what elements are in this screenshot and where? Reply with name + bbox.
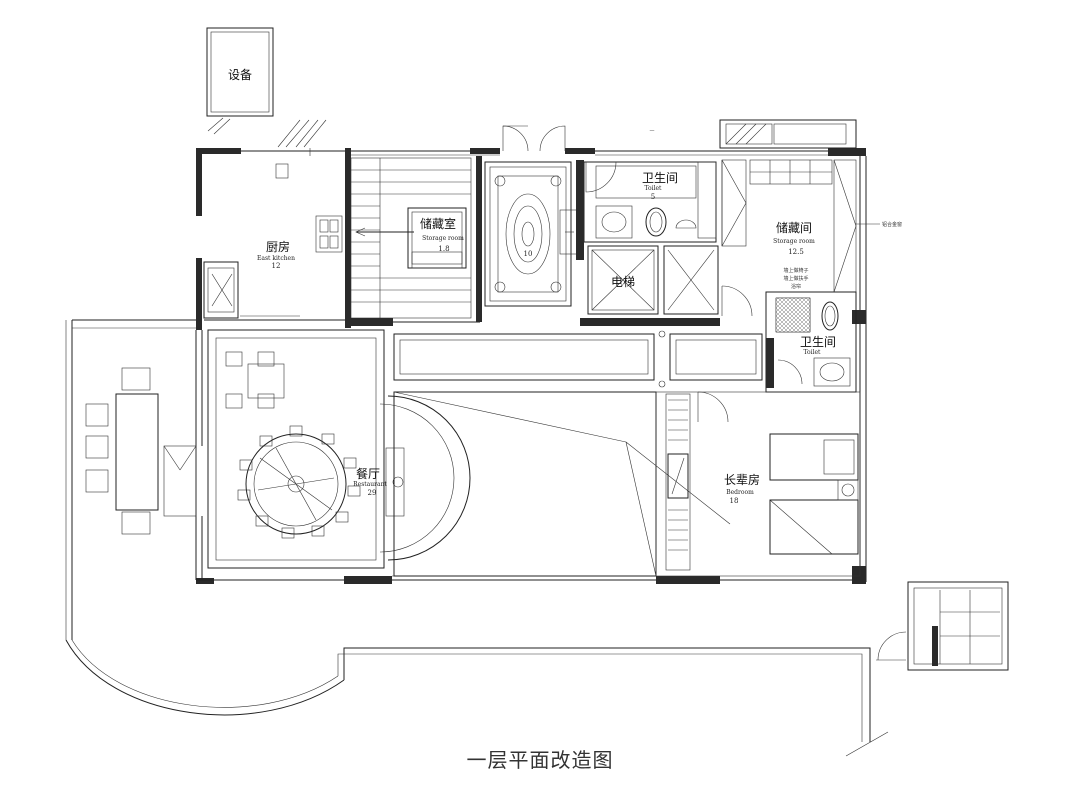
entry-doors xyxy=(502,125,566,152)
living-area xyxy=(393,391,731,577)
bedroom-area: 18 xyxy=(730,497,739,505)
kitchen-label: 厨房 xyxy=(266,239,290,254)
bedroom-en-label: Bedroom xyxy=(726,489,754,496)
centre-area: 10 xyxy=(524,250,533,258)
storage-big-en-label: Storage room xyxy=(773,238,815,245)
toilet-top: 卫生间 Toilet 5 xyxy=(576,160,717,260)
toilet-small-label: 卫生间 xyxy=(800,335,836,349)
storage-small-en-label: Storage room xyxy=(422,235,464,242)
toilet-top-label: 卫生间 xyxy=(642,171,678,185)
storage-big-label: 储藏间 xyxy=(776,220,812,235)
storage-big: 储藏间 Storage room 12.5 墙上做椅子 墙上做扶手 浴帘 铝合金… xyxy=(721,159,902,293)
round-chairs xyxy=(237,425,361,539)
hatch-marks xyxy=(277,119,327,148)
bedroom-label: 长辈房 xyxy=(724,472,760,487)
restaurant-label: 餐厅 xyxy=(356,466,380,481)
restaurant: 餐厅 Restaurant 29 xyxy=(207,329,471,569)
terrace xyxy=(65,319,889,757)
window-box: — xyxy=(650,119,857,149)
kitchen-en-label: East kitchen xyxy=(257,255,295,262)
handrail-note-1: 墙上做椅子 xyxy=(783,267,808,274)
elevator-label: 电梯 xyxy=(611,275,635,289)
plan-caption: 一层平面改造图 xyxy=(466,748,614,772)
restaurant-area: 29 xyxy=(368,489,377,497)
outdoor-stair xyxy=(876,581,1009,671)
toilet-top-en-label: Toilet xyxy=(645,185,663,192)
toilet-top-area: 5 xyxy=(651,193,655,201)
kitchen-area: 12 xyxy=(272,262,281,270)
toilet-small-en-label: Toilet xyxy=(804,349,822,356)
toilet-small: 卫生间 Toilet xyxy=(765,291,857,393)
storage-big-area: 12.5 xyxy=(788,248,804,256)
handrail-note-2: 墙上做扶手 xyxy=(783,275,808,282)
storage-small-label: 储藏室 xyxy=(420,216,456,231)
stair-storage: 储藏室 Storage room 1.8 xyxy=(345,156,482,326)
centre-panel: 10 xyxy=(484,161,579,307)
bedroom: 长辈房 Bedroom 18 xyxy=(655,391,861,577)
storage-small-area: 1.8 xyxy=(438,245,449,253)
handrail-note-3: 浴帘 xyxy=(791,283,801,290)
corridor xyxy=(393,330,763,388)
side-mark: 铝合金窗 xyxy=(882,221,902,228)
window-note: — xyxy=(650,128,655,134)
elevator: 电梯 xyxy=(580,245,753,326)
equipment-room: 设备 xyxy=(206,27,274,135)
restaurant-en-label: Restaurant xyxy=(353,481,387,488)
kitchen: 厨房 East kitchen 12 xyxy=(203,163,345,321)
equipment-label: 设备 xyxy=(228,68,252,82)
